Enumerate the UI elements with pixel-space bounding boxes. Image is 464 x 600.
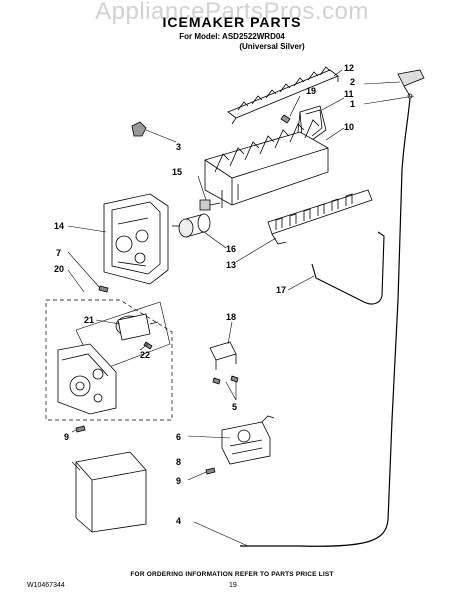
callout-21: 21 bbox=[84, 315, 94, 325]
ice-stripper-part bbox=[267, 189, 373, 245]
callout-2: 2 bbox=[350, 77, 355, 87]
callout-labels: 12 2 1 3 19 11 10 15 14 16 13 7 20 17 21… bbox=[54, 63, 355, 526]
fill-tube-bracket-part bbox=[397, 69, 425, 99]
callout-20: 19 bbox=[306, 86, 316, 96]
screw-part bbox=[212, 375, 239, 385]
fitting-part bbox=[199, 199, 221, 211]
assembly-group-outline bbox=[45, 299, 173, 421]
callout-9b: 9 bbox=[176, 476, 181, 486]
document-number: W10467344 bbox=[27, 582, 65, 589]
model-line: For Model: ASD2522WRD04 bbox=[179, 32, 285, 41]
callout-9a: 9 bbox=[64, 432, 69, 442]
screw-part bbox=[143, 341, 153, 350]
callout-11: 11 bbox=[344, 89, 354, 99]
callout-15: 15 bbox=[172, 167, 182, 177]
drive-motor-part bbox=[75, 301, 171, 373]
clip-part bbox=[131, 121, 147, 137]
page-title: ICEMAKER PARTS bbox=[162, 14, 302, 30]
callout-17: 17 bbox=[276, 285, 286, 295]
variant-line: (Universal Silver) bbox=[239, 42, 305, 51]
callout-4: 4 bbox=[176, 516, 181, 526]
callout-3: 3 bbox=[176, 142, 181, 152]
tube-wire-part bbox=[240, 97, 411, 547]
callout-18: 18 bbox=[226, 312, 236, 322]
watermark: AppliancePartsPros.com bbox=[95, 0, 369, 25]
ejector-blade-part bbox=[227, 66, 339, 125]
screw-part bbox=[280, 114, 291, 124]
ice-mold-part bbox=[204, 119, 329, 208]
callout-16: 16 bbox=[226, 244, 236, 254]
callout-13: 13 bbox=[226, 260, 236, 270]
gear-housing-part bbox=[57, 343, 117, 415]
screw-part bbox=[75, 425, 86, 433]
callout-10: 10 bbox=[344, 122, 354, 132]
mounting-bracket-part bbox=[209, 341, 237, 370]
callout-8: 8 bbox=[176, 457, 181, 467]
callout-22: 22 bbox=[140, 350, 150, 360]
screw-part bbox=[205, 467, 216, 475]
callout-1: 1 bbox=[350, 99, 355, 109]
control-module-part bbox=[103, 193, 169, 285]
heater-part bbox=[172, 213, 211, 238]
callout-12: 12 bbox=[344, 63, 354, 73]
callout-6: 6 bbox=[176, 432, 181, 442]
module-cover-part bbox=[75, 451, 147, 533]
screw-part bbox=[98, 285, 109, 293]
leader-lines bbox=[67, 69, 415, 547]
callout-19: 20 bbox=[54, 264, 64, 274]
ordering-note: FOR ORDERING INFORMATION REFER TO PARTS … bbox=[130, 571, 334, 578]
callout-14: 14 bbox=[54, 221, 64, 231]
page-number: 19 bbox=[229, 582, 237, 589]
water-valve-part bbox=[221, 415, 275, 465]
shutoff-arm-part bbox=[311, 231, 385, 305]
callout-5: 5 bbox=[232, 402, 237, 412]
callout-7: 7 bbox=[56, 248, 61, 258]
